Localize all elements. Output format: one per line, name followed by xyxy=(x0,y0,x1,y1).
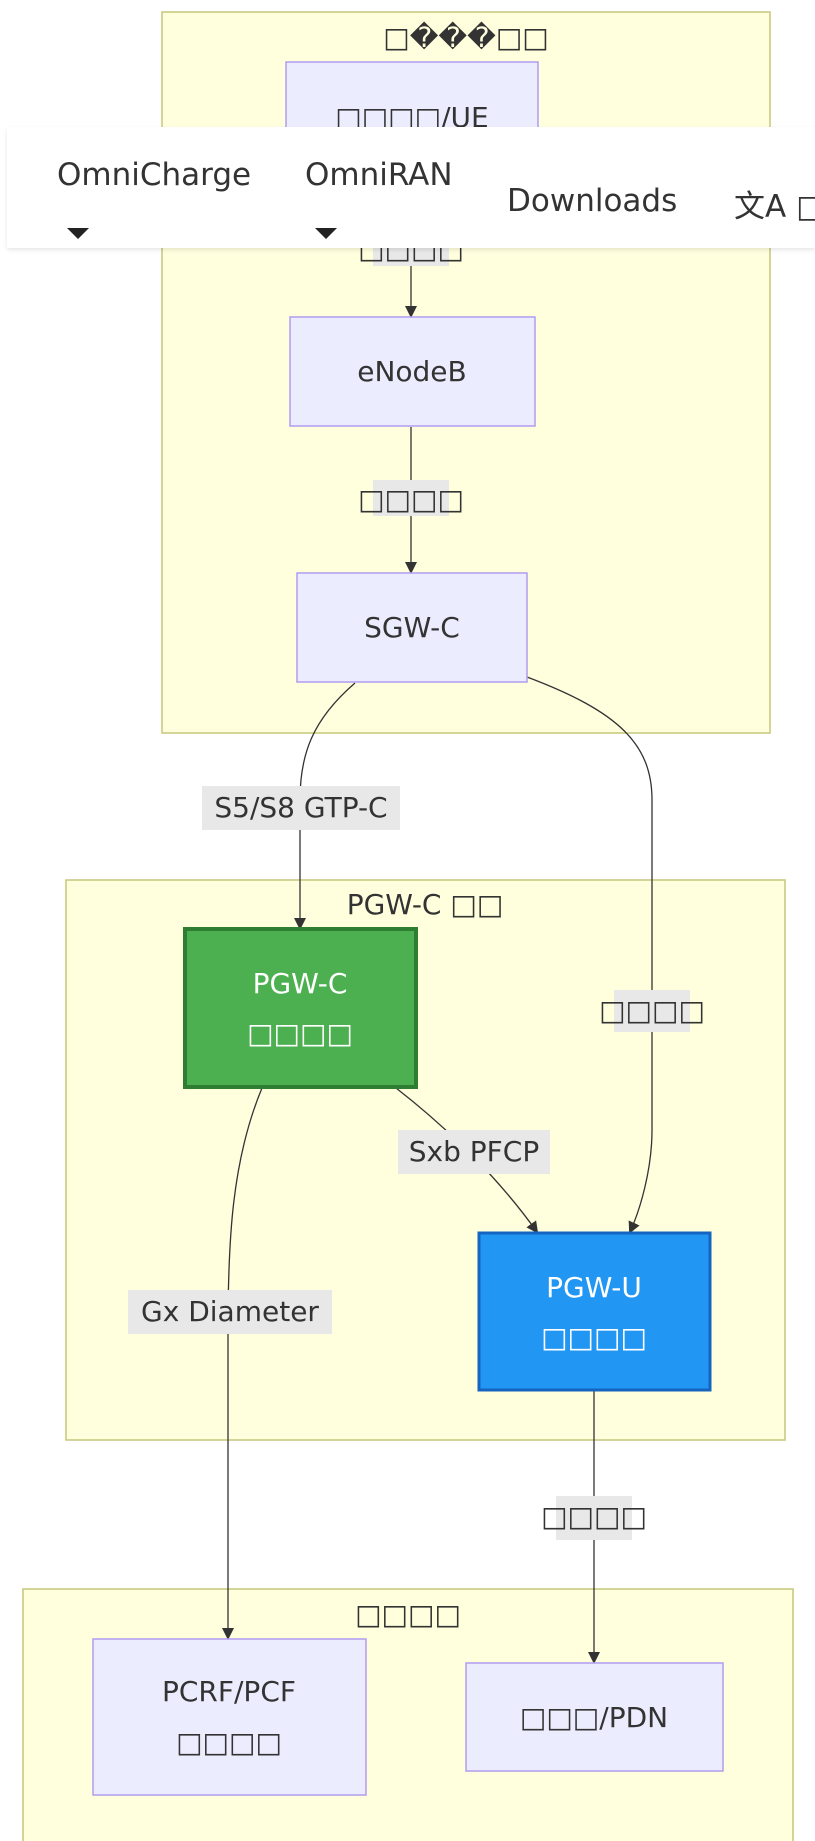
language-label: □□ xyxy=(796,189,815,225)
edge-label-enodeb-sgwc: □□□□ xyxy=(358,480,464,516)
node-pcrf: PCRF/PCF □□□□ xyxy=(92,1638,367,1796)
nav-downloads-label: Downloads xyxy=(507,183,678,219)
svg-text:Gx Diameter: Gx Diameter xyxy=(141,1295,319,1328)
nav-omnicharge[interactable]: OmniCharge xyxy=(57,157,251,193)
edge-label-s5s8: S5/S8 GTP-C xyxy=(202,786,400,830)
node-enodeb: eNodeB xyxy=(289,316,536,427)
svg-text:SGW-C: SGW-C xyxy=(364,611,460,644)
edge-label-pgwu-pdn: □□□□ xyxy=(541,1496,647,1540)
svg-text:S5/S8 GTP-C: S5/S8 GTP-C xyxy=(214,791,387,824)
top-navbar: OmniCharge OmniRAN Downloads 文A □□ xyxy=(7,127,815,248)
nav-omniran-label: OmniRAN xyxy=(305,157,453,193)
node-pgwc: PGW-C □□□□ xyxy=(183,927,418,1089)
translate-icon: 文A xyxy=(734,189,787,225)
svg-text:□□□/PDN: □□□/PDN xyxy=(520,1701,668,1734)
edge-label-sxb: Sxb PFCP xyxy=(398,1130,550,1174)
edge-label-sgwc-pgwu: □□□□ xyxy=(599,990,705,1032)
svg-text:Sxb PFCP: Sxb PFCP xyxy=(409,1135,539,1168)
svg-text:PCRF/PCF: PCRF/PCF xyxy=(162,1675,296,1708)
cluster-top-title: □���□□ xyxy=(383,21,549,54)
svg-text:□□□□: □□□□ xyxy=(541,1500,647,1533)
chevron-down-icon[interactable] xyxy=(315,228,337,239)
node-sgwc: SGW-C xyxy=(296,572,528,683)
edge-label-gx: Gx Diameter xyxy=(128,1290,332,1334)
svg-text:□□□□: □□□□ xyxy=(358,483,464,516)
svg-text:eNodeB: eNodeB xyxy=(357,355,467,388)
language-switcher[interactable]: 文A □□ xyxy=(734,181,815,226)
node-pdn: □□□/PDN xyxy=(465,1662,724,1772)
svg-text:□□□□: □□□□ xyxy=(247,1017,353,1050)
svg-text:□□□□: □□□□ xyxy=(599,994,705,1027)
chevron-down-icon[interactable] xyxy=(67,228,89,239)
nav-omnicharge-label: OmniCharge xyxy=(57,157,252,193)
svg-text:PGW-U: PGW-U xyxy=(546,1271,642,1304)
node-pgwu: PGW-U □□□□ xyxy=(477,1231,712,1392)
nav-downloads[interactable]: Downloads xyxy=(507,183,677,219)
svg-text:□□□□: □□□□ xyxy=(541,1321,647,1354)
cluster-pgwc-title: PGW-C □□ xyxy=(347,888,504,921)
nav-omniran[interactable]: OmniRAN xyxy=(305,157,453,193)
cluster-bottom-title: □□□□ xyxy=(355,1598,461,1631)
svg-text:□□□□: □□□□ xyxy=(176,1726,282,1759)
svg-text:PGW-C: PGW-C xyxy=(253,967,348,1000)
edge-sgwc-pgwu xyxy=(526,676,653,1234)
